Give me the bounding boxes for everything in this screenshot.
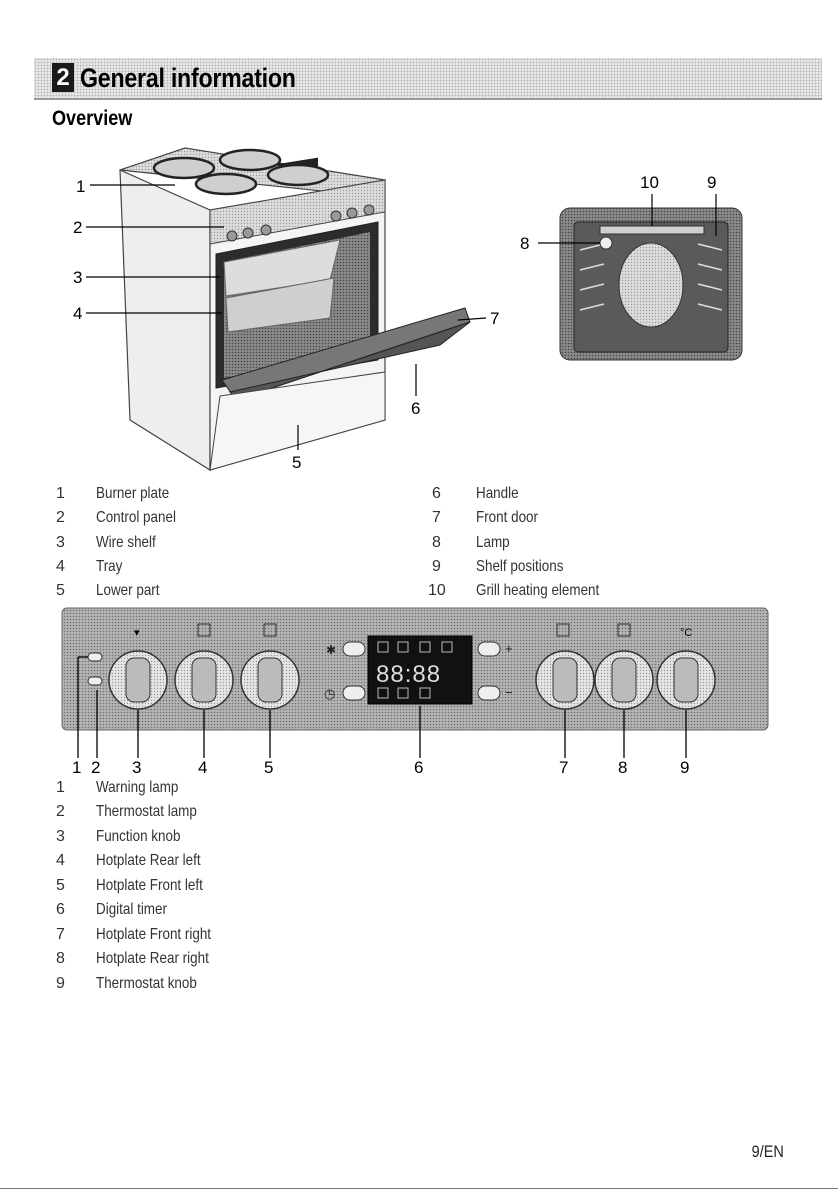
panel-callout-8: 8 [618,758,628,777]
knob-hotplate-rear-right[interactable] [594,650,654,710]
list-item-label: Tray [96,558,123,575]
callout-3: 3 [73,268,82,287]
plus-icon: + [505,641,513,656]
timer-buttons[interactable] [342,641,501,701]
display-status-icons [377,641,453,699]
callout-2: 2 [73,218,82,237]
control-panel-illustration: ▾ °C ✱ ◷ + − 88:88 [61,607,769,758]
cooker-knobs [226,204,375,242]
panel-callout-4: 4 [198,758,208,777]
list-item-label: Handle [476,485,519,502]
list-item-label: Burner plate [96,485,170,502]
knob-hotplate-rear-left[interactable] [174,650,234,710]
list-item-num: 7 [432,509,441,526]
panel-callout-2: 2 [91,758,101,777]
display-digits: 88:88 [376,661,441,688]
callout-4: 4 [73,304,82,323]
knob-hotplate-front-right[interactable] [535,650,595,710]
list-item-num: 2 [56,509,65,526]
list-item-num: 8 [56,950,65,967]
list-item-num: 6 [432,485,441,502]
cooker-body [119,147,471,472]
knob-symbol-icons [197,623,631,637]
degree-symbol-icon: °C [680,627,692,639]
callout-5: 5 [292,453,301,472]
footer-rule [0,1188,838,1189]
callout-8: 8 [520,234,529,253]
list-item-label: Control panel [96,509,176,526]
thermostat-lamp [87,676,103,686]
minus-icon: − [505,685,513,700]
panel-callout-3: 3 [132,758,142,777]
list-item-label: Hotplate Rear right [96,950,209,967]
oven-interior-view [559,207,743,361]
bell-icon: ✱ [326,643,336,657]
list-item-num: 4 [56,852,65,869]
list-item-num: 1 [56,485,65,502]
list-item-label: Wire shelf [96,534,156,551]
list-item-num: 3 [56,828,65,845]
callout-1: 1 [76,177,85,196]
list-item-num: 5 [56,877,65,894]
list-item-num: 5 [56,582,65,599]
clock-icon: ◷ [324,686,335,701]
chapter-number: 2 [52,63,74,92]
panel-callout-9: 9 [680,758,690,777]
page-number: 9/EN [751,1142,784,1161]
chapter-title: General information [80,63,296,93]
warning-lamp [87,652,103,662]
callout-6: 6 [411,399,420,418]
function-symbol-icon: ▾ [134,627,140,639]
list-item-num: 7 [56,926,65,943]
burner-plates [152,148,330,196]
list-item-num: 9 [56,975,65,992]
list-item-label: Function knob [96,828,181,845]
oven-overview-illustration: 1 2 3 4 5 6 7 8 10 9 [73,147,743,472]
list-item-label: Shelf positions [476,558,564,575]
list-item-num: 3 [56,534,65,551]
panel-callout-7: 7 [559,758,569,777]
list-item-label: Front door [476,509,539,526]
list-item-label: Digital timer [96,901,167,918]
panel-callout-1: 1 [72,758,82,777]
callout-leaders [86,184,717,450]
list-item-label: Thermostat knob [96,975,197,992]
knob-hotplate-front-left[interactable] [240,650,300,710]
list-item-label: Thermostat lamp [96,803,197,820]
section-title: Overview [52,107,133,130]
list-item-label: Hotplate Front left [96,877,203,894]
callout-7: 7 [490,309,499,328]
list-item-label: Lower part [96,582,160,599]
list-item-num: 10 [428,582,446,599]
knob-function[interactable] [108,650,168,710]
panel-callout-6: 6 [414,758,424,777]
list-item-label: Warning lamp [96,779,179,796]
list-item-num: 9 [432,558,441,575]
callout-10: 10 [640,173,659,192]
list-item-label: Lamp [476,534,510,551]
panel-callout-5: 5 [264,758,274,777]
list-item-num: 2 [56,803,65,820]
list-item-num: 1 [56,779,65,796]
list-item-label: Hotplate Front right [96,926,212,943]
list-item-num: 4 [56,558,65,575]
list-item-num: 8 [432,534,441,551]
list-item-label: Grill heating element [476,582,600,599]
callout-9: 9 [707,173,716,192]
list-item-num: 6 [56,901,65,918]
list-item-label: Hotplate Rear left [96,852,201,869]
chapter-header-band [34,58,822,100]
knob-thermostat[interactable] [656,650,716,710]
panel-callout-leaders [77,656,687,758]
